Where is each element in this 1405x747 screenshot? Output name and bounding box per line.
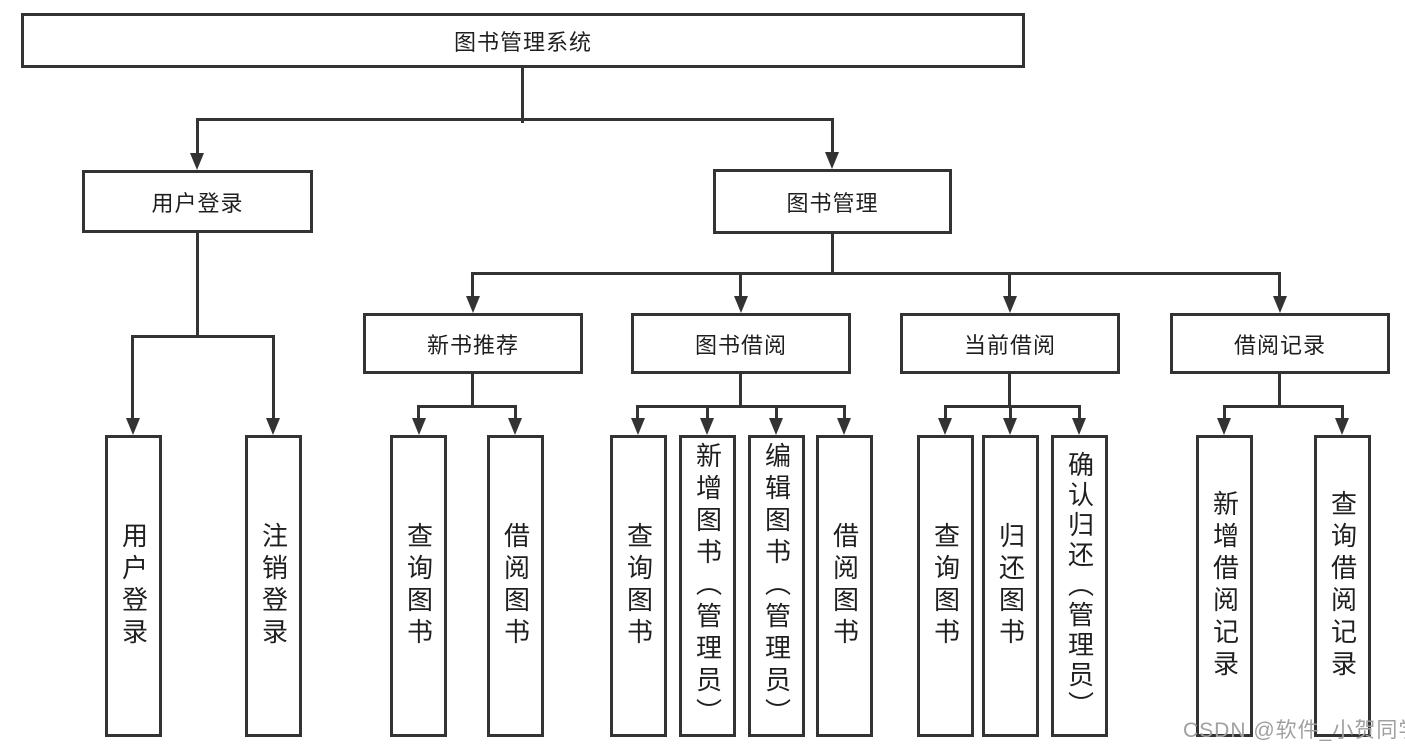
leaf-edit-books-admin: 编辑图书（管理员） (748, 435, 805, 737)
leaf-borrow-books-2-label: 借阅图书 (829, 522, 860, 650)
arrowhead-icon (837, 418, 851, 435)
connector-drop-level3 (739, 272, 742, 298)
arrowhead-icon (734, 296, 748, 313)
arrowhead-icon (412, 418, 426, 435)
arrowhead-icon (126, 418, 140, 435)
arrowhead-icon (825, 152, 839, 169)
connector-user-login-stem (196, 233, 199, 338)
arrowhead-icon (190, 153, 204, 170)
leaf-query-borrow-record: 查询借阅记录 (1314, 435, 1371, 737)
connector-drop-leaf (1341, 405, 1344, 419)
leaf-query-books-1-label: 查询图书 (403, 522, 434, 650)
leaf-logout-label: 注销登录 (258, 522, 289, 650)
leaf-return-books-label: 归还图书 (995, 522, 1026, 650)
arrowhead-icon (938, 418, 952, 435)
arrowhead-icon (700, 418, 714, 435)
connector-borrow-records-rail (1223, 405, 1344, 408)
connector-drop-leaf (636, 405, 639, 419)
leaf-borrow-books-1: 借阅图书 (487, 435, 544, 737)
connector-borrow-records-stem (1278, 374, 1281, 408)
connector-book-mgmt-stem (831, 234, 834, 275)
node-current-borrow: 当前借阅 (900, 313, 1120, 374)
node-book-management-label: 图书管理 (786, 190, 879, 216)
connector-root-stem (521, 68, 524, 123)
connector-drop-leaf (944, 405, 947, 419)
leaf-user-login: 用户登录 (105, 435, 162, 737)
node-book-borrow-label: 图书借阅 (694, 332, 787, 358)
leaf-return-books: 归还图书 (982, 435, 1039, 737)
leaf-add-borrow-record: 新增借阅记录 (1196, 435, 1253, 737)
leaf-query-borrow-record-label: 查询借阅记录 (1327, 490, 1358, 682)
arrowhead-icon (631, 418, 645, 435)
arrowhead-icon (508, 418, 522, 435)
csdn-watermark: CSDN @软件_小贺同学 (1183, 719, 1405, 742)
connector-new-book-rail (417, 405, 516, 408)
connector-drop-leaf (131, 335, 134, 419)
arrowhead-icon (1072, 418, 1086, 435)
leaf-query-books-1: 查询图书 (390, 435, 447, 737)
connector-drop-leaf (843, 405, 846, 419)
connector-drop-user-login (196, 118, 199, 155)
leaf-logout: 注销登录 (245, 435, 302, 737)
node-root: 图书管理系统 (21, 13, 1025, 68)
arrowhead-icon (1273, 296, 1287, 313)
connector-drop-leaf (1223, 405, 1226, 419)
connector-drop-leaf (775, 405, 778, 419)
connector-drop-leaf (417, 405, 420, 419)
connector-drop-level3 (1278, 272, 1281, 298)
node-borrow-records: 借阅记录 (1170, 313, 1390, 374)
connector-drop-leaf (272, 335, 275, 419)
connector-current-borrow-rail (944, 405, 1081, 408)
arrowhead-icon (1335, 418, 1349, 435)
connector-drop-book-mgmt (831, 118, 834, 154)
leaf-query-books-3-label: 查询图书 (930, 522, 961, 650)
connector-drop-level3 (1008, 272, 1011, 298)
leaf-confirm-return-admin-label: 确认归还（管理员） (1064, 451, 1095, 721)
node-book-borrow: 图书借阅 (631, 313, 851, 374)
connector-drop-leaf (514, 405, 517, 419)
connector-drop-level3 (471, 272, 474, 298)
connector-root-rail (196, 118, 834, 121)
arrowhead-icon (266, 418, 280, 435)
node-book-management: 图书管理 (713, 169, 952, 234)
connector-current-borrow-stem (1008, 374, 1011, 408)
node-new-book-recommend-label: 新书推荐 (426, 332, 519, 358)
leaf-borrow-books-1-label: 借阅图书 (500, 522, 531, 650)
leaf-borrow-books-2: 借阅图书 (816, 435, 873, 737)
connector-book-borrow-stem (739, 374, 742, 408)
connector-drop-leaf (1009, 405, 1012, 419)
arrowhead-icon (466, 296, 480, 313)
connector-user-login-rail (131, 335, 275, 338)
leaf-confirm-return-admin: 确认归还（管理员） (1051, 435, 1108, 737)
leaf-query-books-2: 查询图书 (610, 435, 667, 737)
node-root-label: 图书管理系统 (453, 29, 592, 55)
leaf-edit-books-admin-label: 编辑图书（管理员） (761, 442, 792, 730)
leaf-query-books-3: 查询图书 (917, 435, 974, 737)
connector-drop-leaf (706, 405, 709, 419)
node-current-borrow-label: 当前借阅 (963, 332, 1056, 358)
arrowhead-icon (769, 418, 783, 435)
arrowhead-icon (1003, 418, 1017, 435)
connector-book-borrow-rail (636, 405, 846, 408)
connector-new-book-stem (471, 374, 474, 408)
leaf-add-books-admin-label: 新增图书（管理员） (692, 442, 723, 730)
leaf-add-borrow-record-label: 新增借阅记录 (1209, 490, 1240, 682)
connector-book-mgmt-rail (471, 272, 1281, 275)
node-borrow-records-label: 借阅记录 (1233, 332, 1326, 358)
node-user-login: 用户登录 (82, 170, 313, 233)
arrowhead-icon (1217, 418, 1231, 435)
connector-drop-leaf (1078, 405, 1081, 419)
leaf-user-login-label: 用户登录 (118, 522, 149, 650)
arrowhead-icon (1003, 296, 1017, 313)
leaf-add-books-admin: 新增图书（管理员） (679, 435, 736, 737)
node-new-book-recommend: 新书推荐 (363, 313, 583, 374)
leaf-query-books-2-label: 查询图书 (623, 522, 654, 650)
node-user-login-label: 用户登录 (151, 190, 244, 216)
